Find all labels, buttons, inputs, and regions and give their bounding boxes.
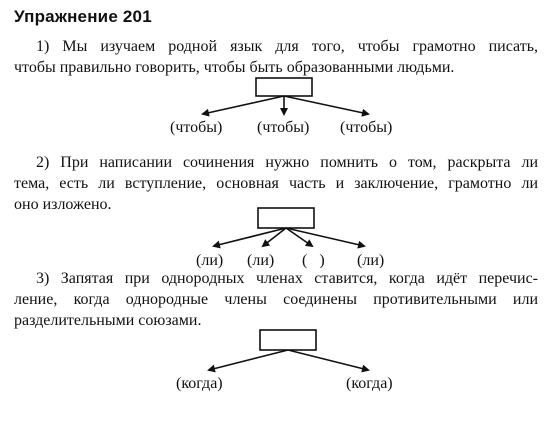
- scheme-2-label: (ли): [196, 252, 224, 269]
- text-line: 1) Мы изучаем родной язык для того, чтоб…: [36, 38, 538, 55]
- arrow-line: [283, 95, 370, 117]
- text-line: чтобы правильно говорить, чтобы быть обр…: [14, 59, 455, 76]
- scheme-1-label: (чтобы): [257, 119, 310, 136]
- text-line: ление, когда однородные члены соединены …: [14, 291, 538, 308]
- arrow-line: [207, 349, 289, 373]
- text-line: 2) При написании сочинения нужно помнить…: [36, 154, 538, 171]
- scheme-1-diagram: [201, 77, 370, 117]
- arrow-line: [261, 227, 287, 248]
- exercise-title: Упражнение 201: [14, 7, 152, 26]
- main-clause-box: [255, 77, 313, 97]
- exercise-item-1-text: 1) Мы изучаем родной язык для того, чтоб…: [14, 36, 538, 78]
- scheme-3-diagram: [207, 329, 370, 373]
- scheme-1-label: (чтобы): [170, 119, 223, 136]
- text-line: оно изложено.: [14, 196, 112, 213]
- scheme-2-label: ( ): [302, 252, 325, 269]
- text-line: разделительными союзами.: [14, 312, 202, 329]
- main-clause-box: [257, 207, 315, 229]
- scheme-2-label: (ли): [357, 252, 385, 269]
- arrow-line: [212, 227, 287, 249]
- exercise-item-3-text: 3) Запятая при однородных членах ставитс…: [14, 268, 538, 331]
- arrow-line: [285, 227, 366, 249]
- arrow-line: [287, 349, 370, 373]
- scheme-3-label: (когда): [346, 375, 393, 392]
- arrow-line: [285, 227, 314, 248]
- text-line: тема, есть ли вступление, основная часть…: [14, 175, 538, 192]
- scheme-1-label: (чтобы): [340, 119, 393, 136]
- scheme-3-label: (когда): [176, 375, 223, 392]
- arrow-line: [201, 95, 285, 117]
- text-line: 3) Запятая при однородных членах ставитс…: [36, 270, 538, 287]
- main-clause-box: [259, 329, 317, 351]
- scheme-2-label: (ли): [247, 252, 275, 269]
- exercise-item-2-text: 2) При написании сочинения нужно помнить…: [14, 152, 538, 215]
- scheme-2-diagram: [212, 207, 366, 249]
